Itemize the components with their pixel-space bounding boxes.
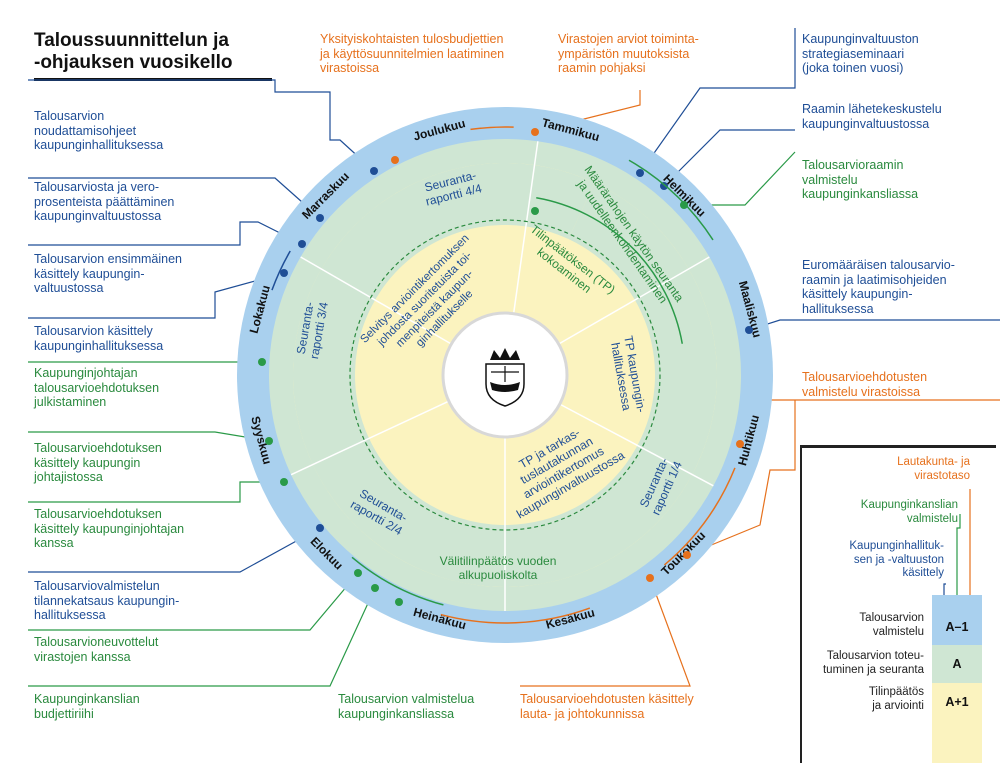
annotation-noudattamisohjeet: Talousarvion noudattamisohjeet kaupungin… — [34, 109, 164, 153]
legend-swatch-a — [932, 645, 982, 683]
leader-line — [28, 587, 376, 687]
legend-swatch-a-plus-1 — [932, 683, 982, 721]
event-dot — [280, 269, 288, 277]
event-dots — [258, 128, 753, 606]
event-dot — [316, 214, 324, 222]
leader-line — [639, 28, 796, 174]
leader-line — [28, 527, 321, 573]
annotation-raamin-lahete: Raamin lähetekeskustelu kaupunginvaltuus… — [802, 102, 942, 131]
leader-line — [748, 319, 1000, 331]
legend-row-label-toteutuminen: Talousarvion toteu- tuminen ja seuranta — [822, 650, 924, 676]
middle-wedge-maararahojen — [568, 182, 717, 475]
divider-line — [512, 141, 539, 314]
event-dot — [391, 156, 399, 164]
event-dot — [298, 240, 306, 248]
duration-arcs — [271, 126, 736, 624]
event-dot — [531, 128, 539, 136]
legend-orange-label: Lautakunta- ja virastotaso — [897, 456, 970, 482]
event-dot — [395, 598, 403, 606]
event-dot — [371, 584, 379, 592]
leader-lines — [28, 28, 1000, 687]
annotation-strategiaseminaari: Kaupunginvaltuuston strategiaseminaari (… — [802, 32, 919, 76]
event-dot — [316, 524, 324, 532]
leader-line — [520, 577, 691, 687]
arc-raamin-valmistelu — [628, 159, 714, 241]
arc-valmistelua-kansliassa — [351, 556, 444, 606]
leader-line — [28, 572, 359, 631]
event-dot — [636, 169, 644, 177]
middle-wedge-valitilinpaatos — [312, 438, 693, 587]
annotation-johtajisto: Talousarvioehdotuksen käsittely kaupungi… — [34, 441, 162, 485]
divider-line — [558, 256, 710, 345]
divider-line — [290, 400, 450, 476]
arc-ehdotusten-valmistelu — [663, 467, 736, 566]
event-dot — [531, 207, 539, 215]
divider-line — [300, 256, 452, 345]
leader-line — [28, 79, 375, 172]
divider-line — [559, 403, 714, 487]
annotation-neuvottelut: Talousarvioneuvottelut virastojen kanssa — [34, 635, 159, 664]
annotation-raamin-valmistelu: Talousarvioraamin valmistelu kaupunginka… — [802, 158, 919, 202]
event-dot — [745, 326, 753, 334]
event-dot — [354, 569, 362, 577]
annotation-kaupunginjohtaja: Talousarvioehdotuksen käsittely kaupungi… — [34, 507, 185, 551]
legend-code-a-plus-1: A+1 — [945, 695, 969, 709]
legend-row-label-valmistelu: Talousarvion valmistelu — [859, 612, 924, 638]
legend-top-rule — [800, 445, 996, 448]
annotation-veroprosentit: Talousarviosta ja vero- prosenteista pää… — [34, 180, 175, 224]
event-dot — [265, 437, 273, 445]
annotation-lauta-johtokunnat: Talousarvioehdotusten käsittely lauta- j… — [520, 692, 694, 721]
legend-blue-label: Kaupunginhallituk- sen ja -valtuuston kä… — [849, 540, 944, 579]
leader-line — [28, 481, 284, 503]
city-coat-of-arms — [485, 348, 525, 407]
annotation-julkistaminen: Kaupunginjohtajan talousarvioehdotuksen … — [34, 366, 160, 410]
arc-tulosbudjetit — [470, 126, 514, 131]
event-dot — [370, 167, 378, 175]
legend-row-label-tilinpaatos: Tilinpäätös ja arviointi — [868, 686, 924, 712]
annotation-valmistelua-kansliassa: Talousarvion valmistelua kaupunginkansli… — [338, 692, 475, 721]
leader-line — [28, 221, 303, 246]
annotation-ehdotusten-valmistelu: Talousarvioehdotusten valmistelu virasto… — [802, 370, 928, 399]
legend-green-label: Kaupunginkanslian valmistelu — [860, 499, 958, 525]
leader-line — [28, 431, 270, 442]
annotation-ensimmainen-kasittely: Talousarvion ensimmäinen käsittely kaupu… — [34, 252, 182, 296]
event-dot — [258, 358, 266, 366]
annotation-kh-kasittely: Talousarvion käsittely kaupunginhallituk… — [34, 324, 164, 353]
event-dot — [683, 551, 691, 559]
annotation-euromaarainen: Euromääräisen talousarvio- raamin ja laa… — [802, 258, 955, 316]
legend-swatch-a-minus-1 — [932, 595, 982, 645]
event-dot — [680, 201, 688, 209]
dashed-inner-circle — [349, 219, 661, 531]
annotation-virastojen-arviot: Virastojen arviot toiminta- ympäristön m… — [558, 32, 699, 76]
legend-left-rule — [800, 445, 802, 763]
leader-line — [739, 399, 1000, 445]
leader-line — [28, 272, 285, 319]
page-title: Taloussuunnittelun ja -ohjauksen vuosike… — [34, 30, 233, 73]
arc-kh-kasittely — [271, 250, 291, 291]
legend-code-a: A — [952, 657, 962, 671]
event-dot — [280, 478, 288, 486]
annotation-tulosbudjettien: Yksityiskohtaisten tulosbudjettien ja kä… — [320, 32, 505, 76]
middle-wedge-seuranta — [293, 162, 595, 465]
event-dot — [660, 182, 668, 190]
legend-code-a-minus-1: A–1 — [945, 620, 969, 634]
leader-line — [686, 400, 796, 556]
event-dot — [646, 574, 654, 582]
event-dot — [736, 440, 744, 448]
arc-lautakunnat — [440, 607, 591, 624]
annotation-budjettiriihi: Kaupunginkanslian budjettiriihi — [34, 692, 140, 721]
annotation-tilannekatsaus: Talousarviovalmistelun tilannekatsaus ka… — [34, 579, 180, 623]
leader-line — [663, 129, 795, 187]
arc-maararahojen — [536, 196, 684, 344]
ring-dividers — [290, 141, 717, 611]
